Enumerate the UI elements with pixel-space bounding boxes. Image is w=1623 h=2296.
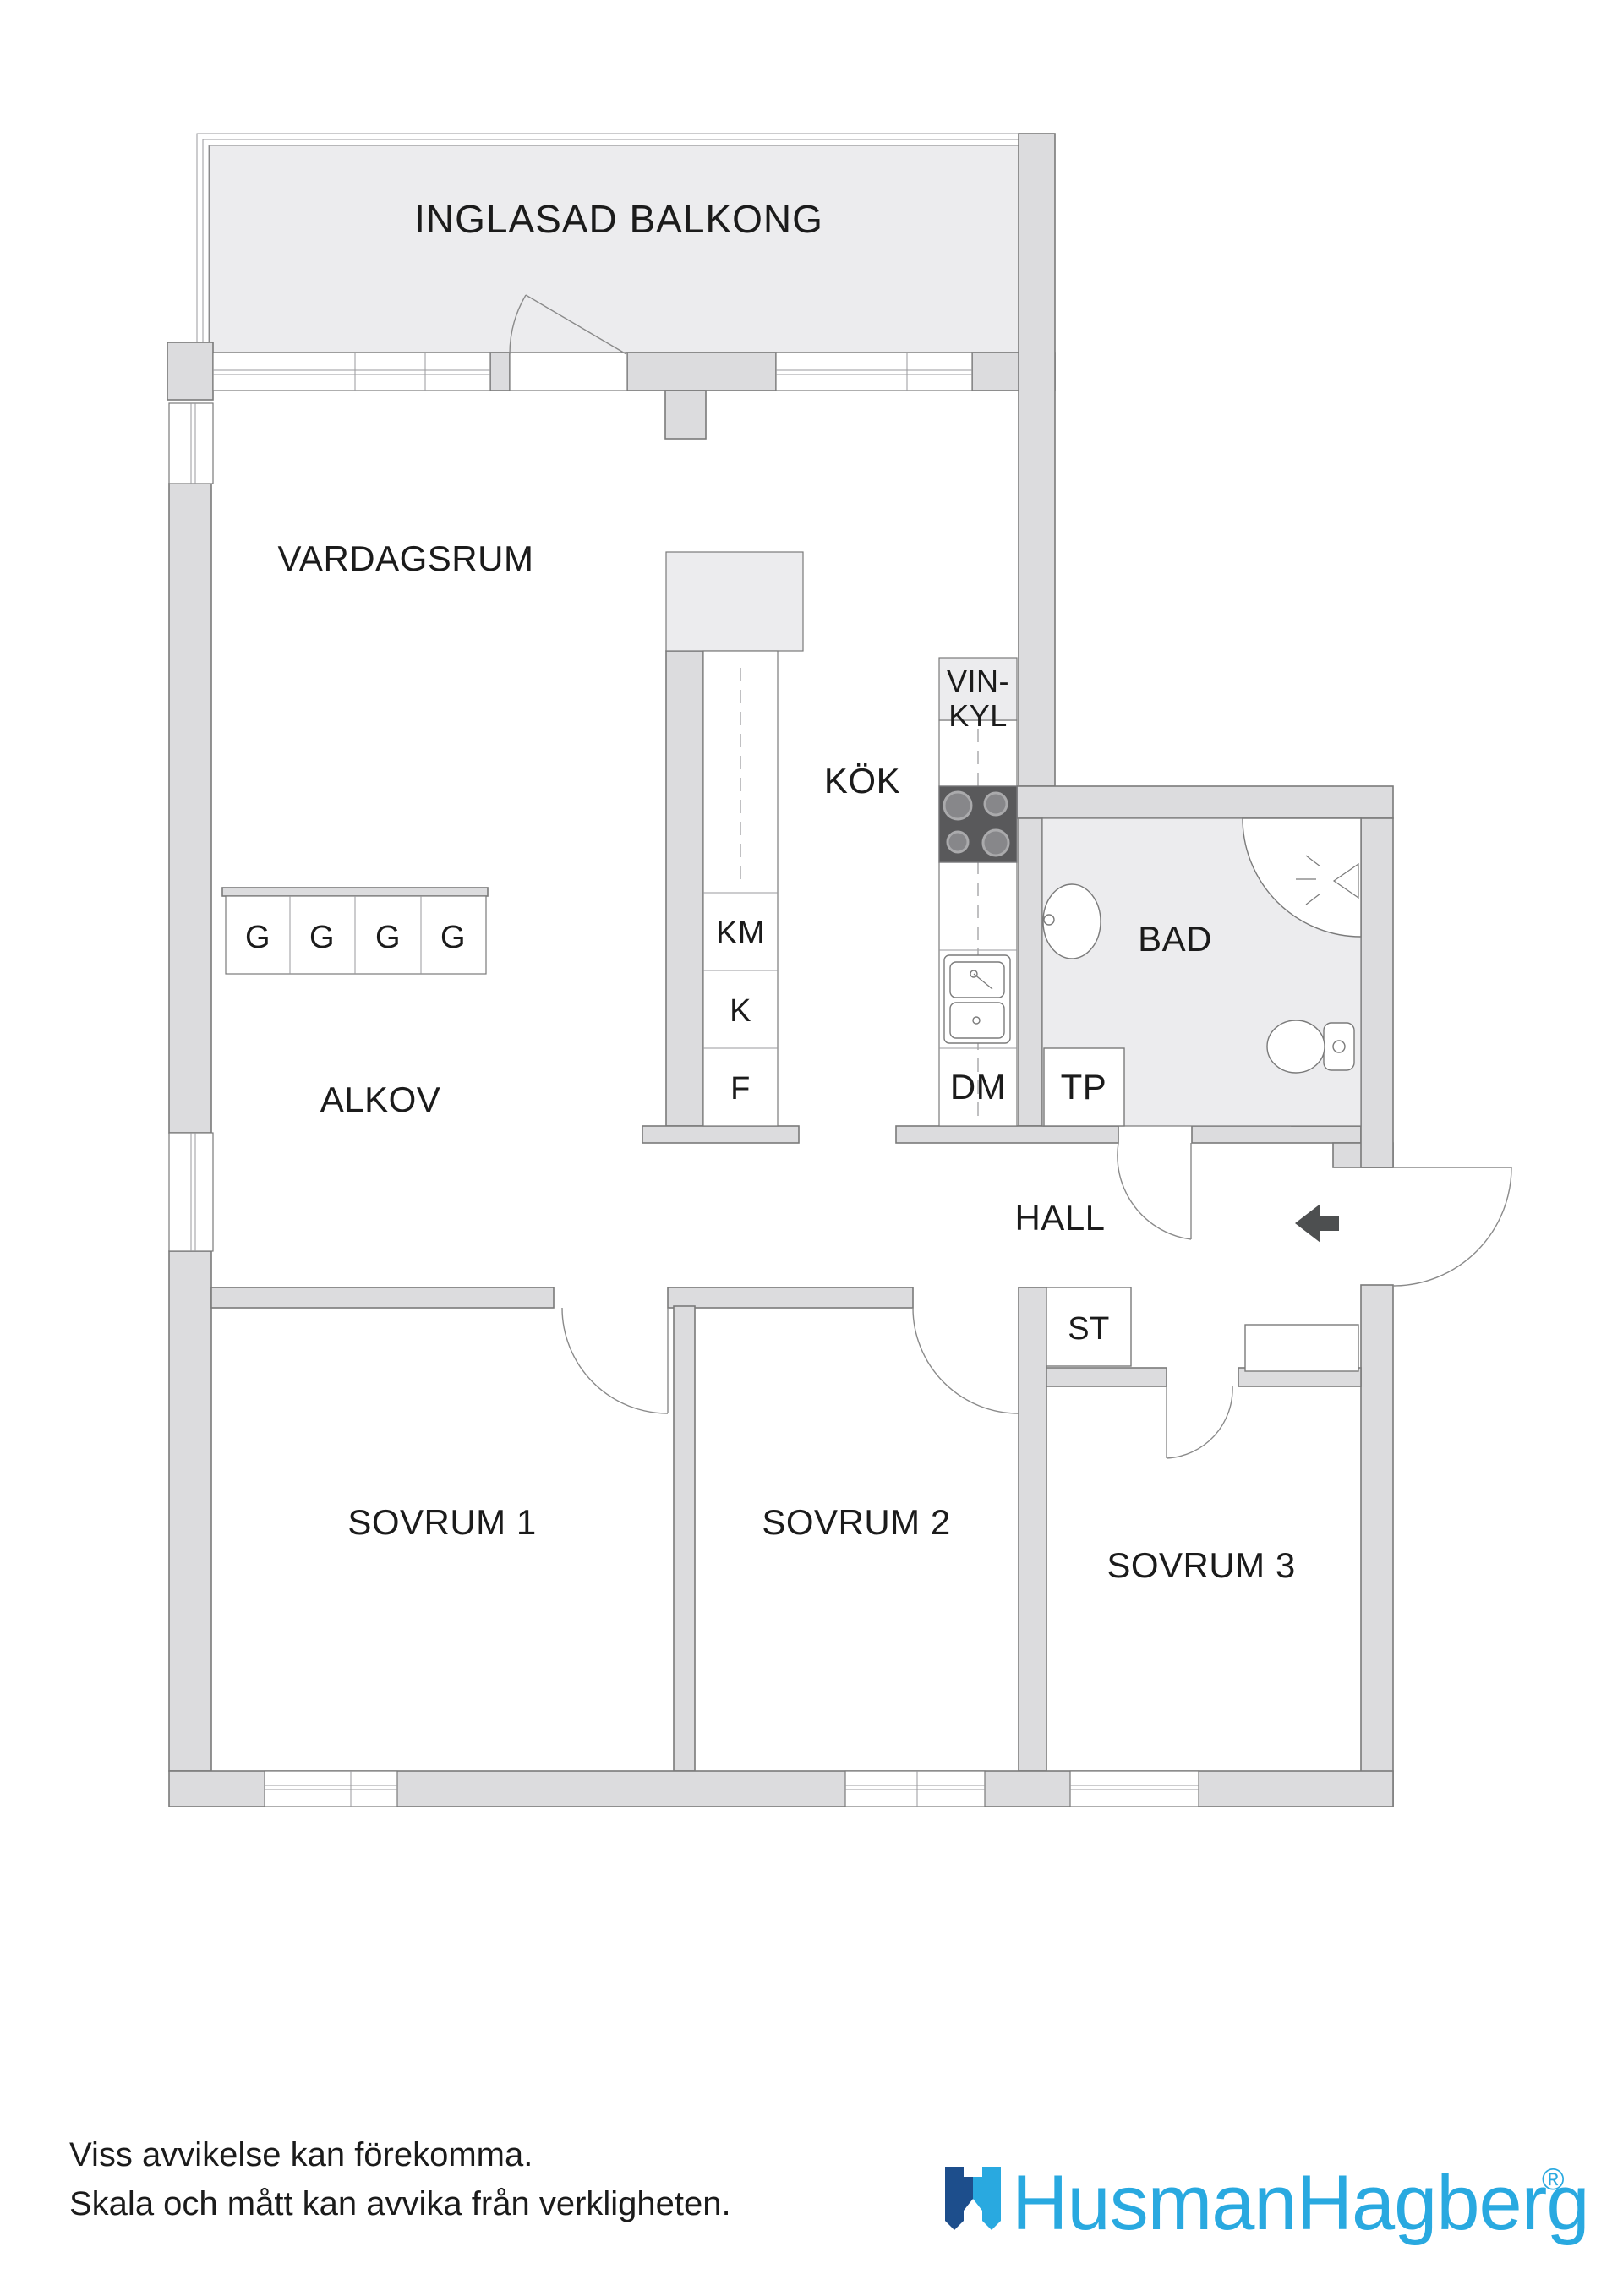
balcony-door (509, 294, 627, 355)
wardrobe-label-3: G (375, 920, 401, 955)
washing-machine-label: KM (716, 916, 765, 951)
kitchen (665, 551, 1018, 1127)
closet-box (1046, 1287, 1132, 1367)
wall-left-upper (168, 483, 212, 1134)
footer: Viss avvikelse kan förekomma. Skala och … (69, 2136, 1589, 2246)
dishwasher-label: DM (950, 1067, 1006, 1107)
disclaimer-line2: Skala och mått kan avvika från verklighe… (69, 2185, 731, 2222)
brand-name: HusmanHagberg (1012, 2160, 1588, 2246)
appliance-labels: VIN- KYL KM K F DM TP ST G G G G (245, 664, 1110, 1347)
wine-fridge-label-line2: KYL (948, 698, 1008, 733)
window-bedroom1 (264, 1770, 398, 1807)
alcove-label: ALKOV (320, 1080, 441, 1119)
balcony: INGLASAD BALKONG (196, 133, 1025, 353)
window-left-upper (168, 402, 214, 484)
living-room-label: VARDAGSRUM (278, 538, 534, 578)
bedroom1-door (561, 1307, 669, 1414)
entrance-door (1392, 1167, 1512, 1287)
hall-label: HALL (1014, 1198, 1105, 1238)
wall-stub-kitchen (664, 390, 707, 440)
wardrobe-label-1: G (245, 920, 270, 955)
wall-kitchen-east (1018, 133, 1056, 787)
bathroom-label: BAD (1138, 919, 1212, 959)
closet-label: ST (1068, 1311, 1110, 1347)
balcony-glass-floor (209, 145, 1025, 353)
fridge-label: K (730, 993, 751, 1029)
kitchen-sink-icon (943, 954, 1011, 1044)
balcony-door-opening (509, 352, 628, 391)
bedroom2-door (912, 1307, 1019, 1414)
kitchen-island (665, 551, 804, 652)
walls (167, 133, 1394, 1807)
bathroom-door (1117, 1142, 1192, 1240)
bedroom3-door (1166, 1386, 1233, 1459)
wall-top-left-corner (167, 342, 214, 401)
wall-divider-bedroom1-2 (673, 1305, 696, 1772)
kitchen-right-column (938, 657, 1018, 1127)
doors (509, 294, 1512, 1459)
wall-divider-bedroom2-3 (1018, 1287, 1047, 1772)
wine-fridge-box (938, 657, 1018, 721)
wall-bath-west (1018, 817, 1043, 1127)
wall-bath-south (1191, 1125, 1362, 1144)
wardrobe-back-strip (221, 887, 489, 897)
window-left-lower (168, 1132, 214, 1252)
bath-sink-icon (1042, 883, 1101, 959)
shower-area (1242, 817, 1362, 938)
shower-icon (1296, 855, 1359, 905)
wall-right-lower (1360, 1284, 1394, 1807)
wall-bedrooms-north-a (210, 1287, 555, 1309)
stove-icon (938, 785, 1018, 863)
hall-niche (1244, 1324, 1359, 1372)
bedroom2-label: SOVRUM 2 (762, 1502, 950, 1542)
wall-kitchen-south-right (895, 1125, 1119, 1144)
wall-kitchen-west (665, 650, 704, 1127)
drying-place-label: TP (1061, 1067, 1107, 1107)
kitchen-label: KÖK (824, 761, 900, 801)
kitchen-left-column (702, 650, 779, 1127)
room-labels: VARDAGSRUM KÖK ALKOV HALL BAD SOVRUM 1 S… (278, 538, 1296, 1585)
brand-logo-icon (945, 2167, 1001, 2230)
entrance-arrow-icon (1295, 1204, 1339, 1243)
disclaimer-line1: Viss avvikelse kan förekomma. (69, 2136, 533, 2173)
wine-fridge-label-line1: VIN- (947, 664, 1009, 698)
window-top-2 (775, 352, 973, 391)
bedroom3-label: SOVRUM 3 (1107, 1545, 1295, 1585)
wardrobe-label-4: G (440, 920, 466, 955)
wall-top-mid (626, 352, 777, 391)
window-top-1 (212, 352, 491, 391)
window-bedroom3 (1069, 1770, 1199, 1807)
wall-right-upper (1360, 817, 1394, 1168)
wall-bedrooms-north-b (667, 1287, 914, 1309)
bedroom1-label: SOVRUM 1 (347, 1502, 536, 1542)
wall-left-lower (168, 1250, 212, 1772)
registered-mark: ® (1542, 2162, 1565, 2196)
wardrobes (225, 895, 487, 975)
balcony-frame-lines (196, 133, 1025, 353)
wardrobe-label-2: G (309, 920, 335, 955)
bathroom (1041, 817, 1362, 1127)
wall-top-pier-1 (489, 352, 511, 391)
window-bedroom2 (844, 1770, 986, 1807)
wall-kitchen-south-left (642, 1125, 800, 1144)
windows (168, 352, 1199, 1807)
balcony-label: INGLASAD BALKONG (414, 197, 823, 241)
freezer-label: F (730, 1071, 751, 1107)
wall-bedroom3-north-left (1046, 1367, 1167, 1387)
drying-place-box (1043, 1047, 1125, 1127)
wall-bath-north (1016, 785, 1394, 819)
toilet-icon (1266, 1020, 1355, 1074)
